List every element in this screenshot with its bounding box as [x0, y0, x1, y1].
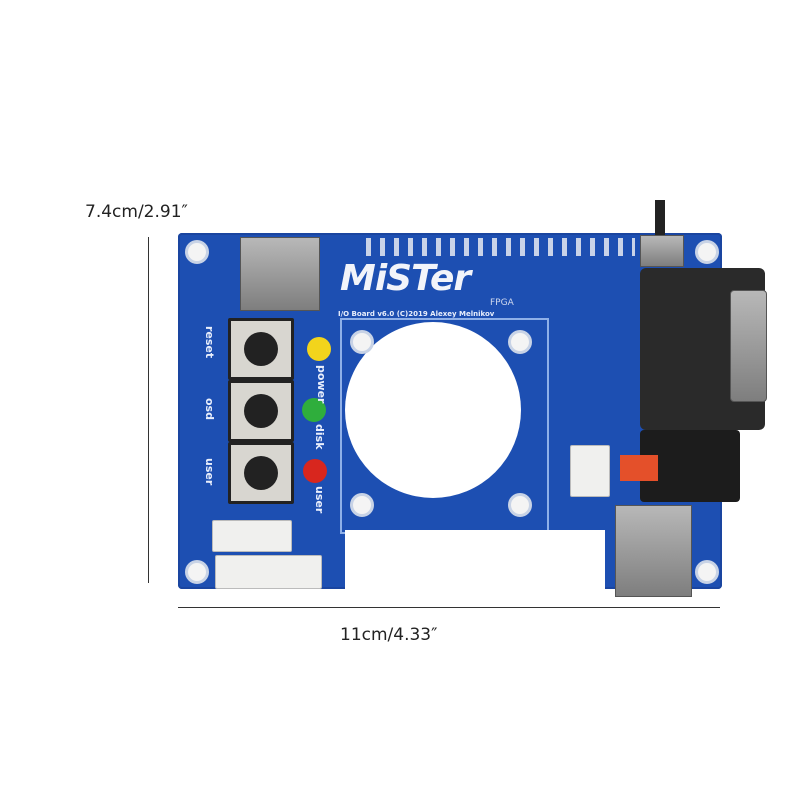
- disk-led: [302, 398, 326, 422]
- board-subtitle: I/O Board v6.0 (C)2019 Alexey Melnikov: [338, 310, 495, 318]
- user-led-label: user: [313, 486, 326, 514]
- sd-card-slot: [240, 237, 320, 311]
- power-led: [307, 337, 331, 361]
- mounting-hole: [350, 493, 374, 517]
- switch: [640, 235, 684, 267]
- fan-connector: [570, 445, 610, 497]
- height-dimension-label: 7.4cm/2.91″: [85, 202, 188, 222]
- fpga-label: FPGA: [490, 298, 514, 308]
- osd-label: osd: [203, 398, 216, 420]
- mounting-hole: [350, 330, 374, 354]
- board-notch: [345, 530, 605, 590]
- mounting-hole: [695, 240, 719, 264]
- mounting-hole: [185, 240, 209, 264]
- user-label: user: [203, 458, 216, 486]
- mounting-hole: [185, 560, 209, 584]
- mounting-hole: [695, 560, 719, 584]
- fan-cutout: [345, 322, 521, 498]
- disk-led-label: disk: [313, 424, 326, 450]
- optical-led: [620, 455, 658, 481]
- reset-button[interactable]: [228, 318, 294, 380]
- reset-label: reset: [203, 326, 216, 359]
- width-dimension-label: 11cm/4.33″: [340, 625, 438, 645]
- mounting-hole: [508, 493, 532, 517]
- buttons-connector: [212, 520, 292, 552]
- gpio-header: [360, 238, 635, 256]
- user-button[interactable]: [228, 442, 294, 504]
- power-led-label: power: [315, 365, 328, 404]
- height-dimension-line: [148, 237, 149, 583]
- osd-button[interactable]: [228, 380, 294, 442]
- switch-lever: [655, 200, 665, 240]
- width-dimension-line: [178, 607, 720, 608]
- leds-connector: [215, 555, 322, 589]
- usb-port: [615, 505, 692, 597]
- mounting-hole: [508, 330, 532, 354]
- user-led: [303, 459, 327, 483]
- vga-shell: [730, 290, 767, 402]
- mister-logo: MiSTer: [340, 258, 471, 299]
